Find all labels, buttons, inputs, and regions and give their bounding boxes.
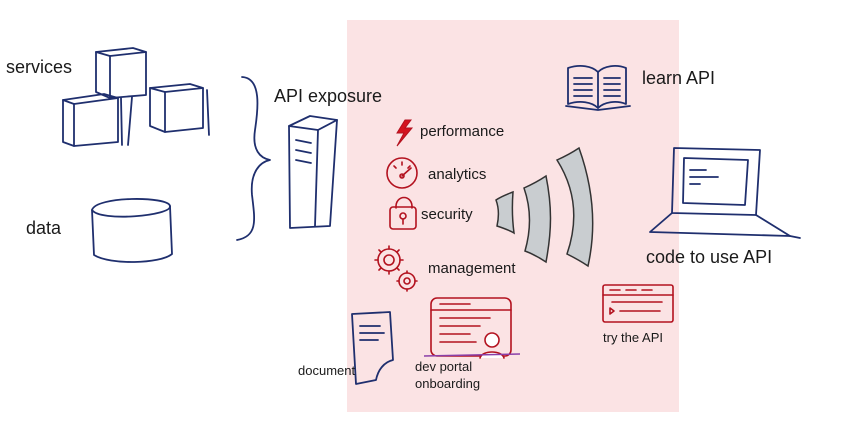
database-icon xyxy=(91,198,173,263)
dev-portal-icon xyxy=(430,297,512,359)
api-exposure-label: API exposure xyxy=(274,86,383,106)
code-to-use-api-label: code to use API xyxy=(646,247,773,267)
onboarding-label: onboarding xyxy=(415,376,481,391)
analytics-label: analytics xyxy=(428,166,487,183)
browser-window-icon xyxy=(602,284,674,323)
management-label: management xyxy=(428,260,516,277)
learn-api-label: learn API xyxy=(642,68,716,88)
signal-waves-icon xyxy=(495,146,594,268)
open-book-icon xyxy=(565,65,631,111)
cubes-icon xyxy=(62,47,210,147)
data-label: data xyxy=(26,218,62,238)
document-label: document xyxy=(298,363,356,378)
security-label: security xyxy=(421,206,473,223)
performance-label: performance xyxy=(420,123,505,140)
services-label: services xyxy=(6,57,73,77)
gauge-icon xyxy=(386,157,418,189)
lightning-icon xyxy=(396,119,414,147)
portal-underline xyxy=(423,353,521,357)
padlock-icon xyxy=(389,196,417,230)
gears-icon xyxy=(374,245,418,292)
curly-brace-icon xyxy=(236,76,271,241)
laptop-icon xyxy=(649,147,801,239)
document-icon xyxy=(351,311,394,385)
server-icon xyxy=(288,115,338,229)
try-the-api-label: try the API xyxy=(603,330,663,345)
dev-portal-label: dev portal xyxy=(415,359,473,374)
